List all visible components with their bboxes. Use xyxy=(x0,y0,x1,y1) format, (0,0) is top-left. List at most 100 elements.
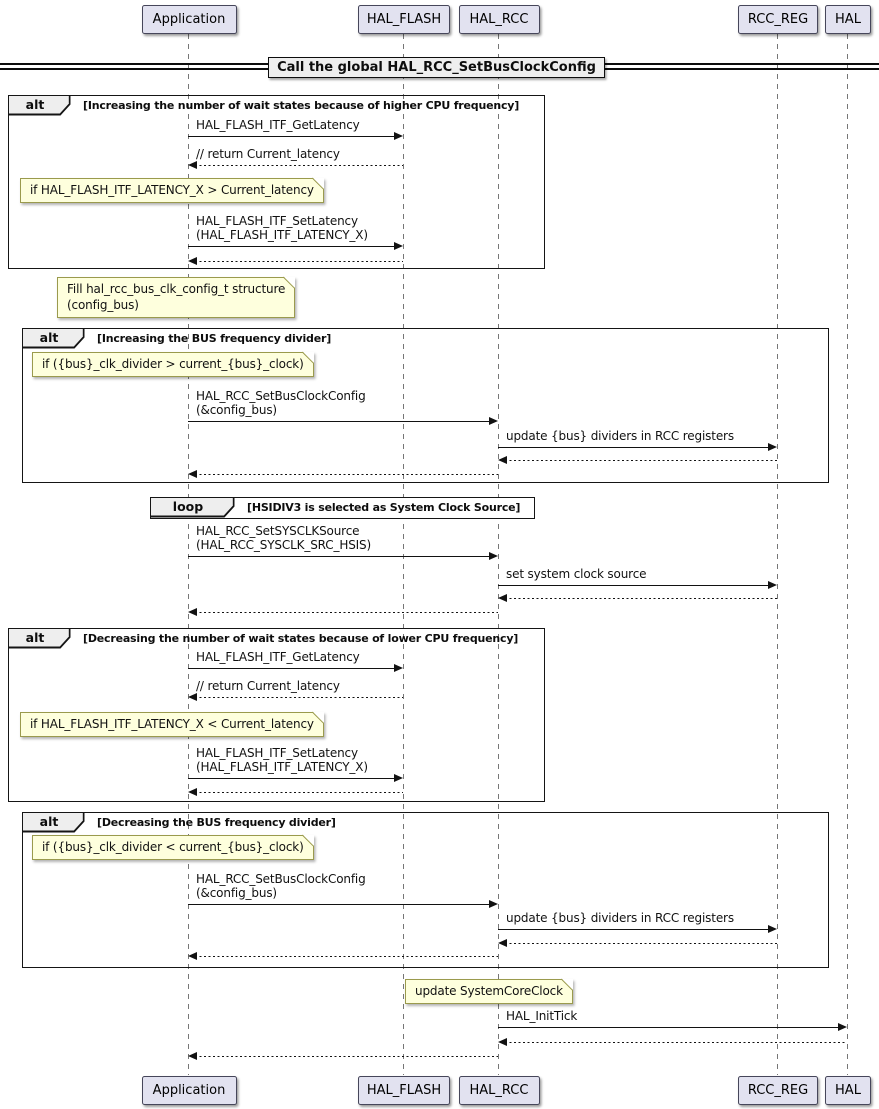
message-label: // return Current_latency xyxy=(196,147,340,161)
message-arrowhead xyxy=(188,788,197,797)
frame-header-pentagon: alt xyxy=(9,629,71,649)
message-label: // return Current_latency xyxy=(196,679,340,693)
message-line xyxy=(498,585,770,587)
message-label-line: HAL_RCC_SetSYSCLKSource xyxy=(196,524,360,538)
alt-frame: alt [Decreasing the BUS frequency divider… xyxy=(22,812,829,968)
message-label-line: HAL_FLASH_ITF_SetLatency xyxy=(196,214,358,228)
message-label-line: // return Current_latency xyxy=(196,147,340,161)
message-label: HAL_FLASH_ITF_GetLatency xyxy=(196,650,360,664)
message-label-line: (HAL_FLASH_ITF_LATENCY_X) xyxy=(196,228,368,242)
message-label-line: HAL_RCC_SetBusClockConfig xyxy=(196,389,366,403)
frame-condition: [Increasing the BUS frequency divider] xyxy=(97,332,332,345)
message-arrowhead xyxy=(498,594,507,603)
message-label: set system clock source xyxy=(506,567,647,581)
message-line xyxy=(195,474,498,476)
frame-condition: [Decreasing the BUS frequency divider] xyxy=(97,816,336,829)
participant-label: HAL xyxy=(835,12,861,27)
lifeline-rcc_reg xyxy=(777,34,778,1075)
note-line: if ({bus}_clk_divider > current_{bus}_cl… xyxy=(42,357,304,371)
message-arrowhead xyxy=(188,470,197,479)
note-line: if HAL_FLASH_ITF_LATENCY_X > Current_lat… xyxy=(30,183,314,197)
message-line xyxy=(195,165,403,167)
frame-header-pentagon: alt xyxy=(23,813,85,833)
participant-box-hal_rcc: HAL_RCC xyxy=(458,1076,540,1105)
lifeline-hal_flash xyxy=(403,34,404,1075)
message-line xyxy=(195,1056,498,1058)
participant-label: Application xyxy=(152,1083,226,1098)
message-arrowhead xyxy=(767,925,777,934)
frame-condition: [HSIDIV3 is selected as System Clock Sou… xyxy=(247,501,521,514)
participant-label: HAL_RCC xyxy=(469,12,529,27)
message-label: HAL_FLASH_ITF_GetLatency xyxy=(196,118,360,132)
message-arrowhead xyxy=(188,257,197,266)
message-line xyxy=(188,778,396,780)
lifeline-hal xyxy=(847,34,848,1075)
note: Fill hal_rcc_bus_clk_config_t structure(… xyxy=(57,277,296,318)
participant-box-application: Application xyxy=(141,5,237,34)
alt-frame: alt[Decreasing the number of wait states… xyxy=(8,628,545,802)
participant-label: HAL_FLASH xyxy=(366,1083,442,1098)
message-label: HAL_FLASH_ITF_SetLatency(HAL_FLASH_ITF_L… xyxy=(196,214,368,242)
sequence-title: Call the global HAL_RCC_SetBusClockConfi… xyxy=(268,57,605,78)
frame-header-pentagon-fill xyxy=(23,813,83,831)
message-arrowhead xyxy=(498,456,507,465)
participant-box-rcc_reg: RCC_REG xyxy=(738,1076,818,1105)
message-label-line: set system clock source xyxy=(506,567,647,581)
message-label: update {bus} dividers in RCC registers xyxy=(506,429,734,443)
message-line xyxy=(195,697,403,699)
message-line xyxy=(195,956,498,958)
message-label: update {bus} dividers in RCC registers xyxy=(506,911,734,925)
message-label-line: // return Current_latency xyxy=(196,679,340,693)
alt-frame: alt [Increasing the number of wait states… xyxy=(8,95,545,269)
frame-header-pentagon: alt xyxy=(9,96,71,116)
message-label: HAL_InitTick xyxy=(506,1009,577,1023)
message-line xyxy=(505,1042,847,1044)
message-arrowhead xyxy=(488,552,498,561)
message-arrowhead xyxy=(767,581,777,590)
participant-box-hal_flash: HAL_FLASH xyxy=(358,1076,450,1105)
message-line xyxy=(505,598,777,600)
message-label: HAL_RCC_SetSYSCLKSource(HAL_RCC_SYSCLK_S… xyxy=(196,524,371,552)
loop-frame: loop[HSIDIV3 is selected as System Clock… xyxy=(150,497,535,519)
message-line xyxy=(188,904,491,906)
frame-header-pentagon-fill xyxy=(151,498,233,516)
note-line: Fill hal_rcc_bus_clk_config_t structure xyxy=(67,282,286,296)
message-line xyxy=(188,421,491,423)
frame-condition: [Increasing the number of wait states be… xyxy=(83,99,520,112)
participant-box-application: Application xyxy=(141,1076,237,1105)
participant-label: HAL_FLASH xyxy=(366,12,442,27)
message-label-line: (HAL_FLASH_ITF_LATENCY_X) xyxy=(196,760,368,774)
message-label-line: update {bus} dividers in RCC registers xyxy=(506,911,734,925)
note-line: update SystemCoreClock xyxy=(415,984,563,998)
participant-label: HAL xyxy=(835,1083,861,1098)
message-arrowhead xyxy=(837,1023,847,1032)
frame-header-pentagon-fill xyxy=(23,329,83,347)
message-line xyxy=(498,447,770,449)
message-line xyxy=(498,929,770,931)
participant-box-rcc_reg: RCC_REG xyxy=(738,5,818,34)
message-label-line: (HAL_RCC_SYSCLK_SRC_HSIS) xyxy=(196,538,372,552)
message-label-line: HAL_FLASH_ITF_GetLatency xyxy=(196,650,360,664)
lifeline-application xyxy=(188,34,189,1075)
participant-box-hal_flash: HAL_FLASH xyxy=(358,5,450,34)
frame-header-pentagon: alt xyxy=(23,329,85,349)
participant-label: RCC_REG xyxy=(747,12,809,27)
message-line xyxy=(505,943,777,945)
message-arrowhead xyxy=(488,900,498,909)
message-label: HAL_RCC_SetBusClockConfig(&config_bus) xyxy=(196,872,366,900)
message-line xyxy=(188,136,396,138)
message-arrowhead xyxy=(393,242,403,251)
message-line xyxy=(195,261,403,263)
message-arrowhead xyxy=(393,132,403,141)
message-line xyxy=(188,556,491,558)
message-line xyxy=(195,612,498,614)
message-arrowhead xyxy=(498,939,507,948)
message-label-line: update {bus} dividers in RCC registers xyxy=(506,429,734,443)
participant-box-hal_rcc: HAL_RCC xyxy=(458,5,540,34)
